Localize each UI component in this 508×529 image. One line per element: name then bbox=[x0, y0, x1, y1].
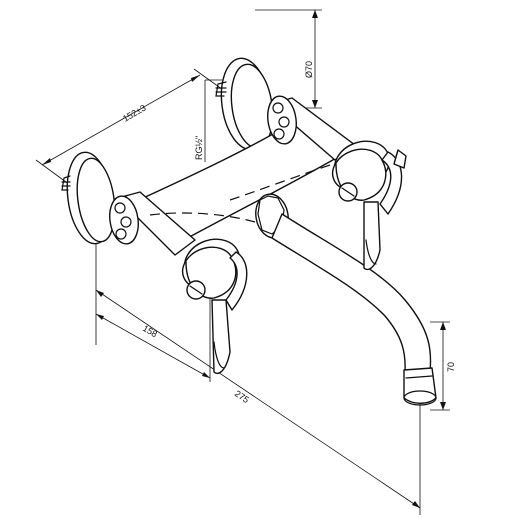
left-valve bbox=[181, 238, 248, 375]
dim-thread: RG½" bbox=[194, 136, 204, 160]
dim-flange-diameter: Ø70 bbox=[304, 61, 314, 78]
faucet-body bbox=[61, 57, 437, 406]
dim-spout-height: 70 bbox=[446, 362, 456, 372]
dimension-lines bbox=[35, 9, 450, 515]
dim-center-distance: 152±3 bbox=[121, 103, 148, 124]
right-valve bbox=[331, 140, 407, 271]
left-connector-nut bbox=[109, 195, 139, 245]
dim-total-reach: 275 bbox=[233, 388, 251, 405]
dim-handle-reach: 158 bbox=[141, 323, 159, 339]
right-connector-nut bbox=[267, 95, 297, 145]
left-wall-flange bbox=[61, 151, 116, 245]
right-wall-flange bbox=[215, 57, 274, 151]
spout bbox=[271, 213, 437, 406]
